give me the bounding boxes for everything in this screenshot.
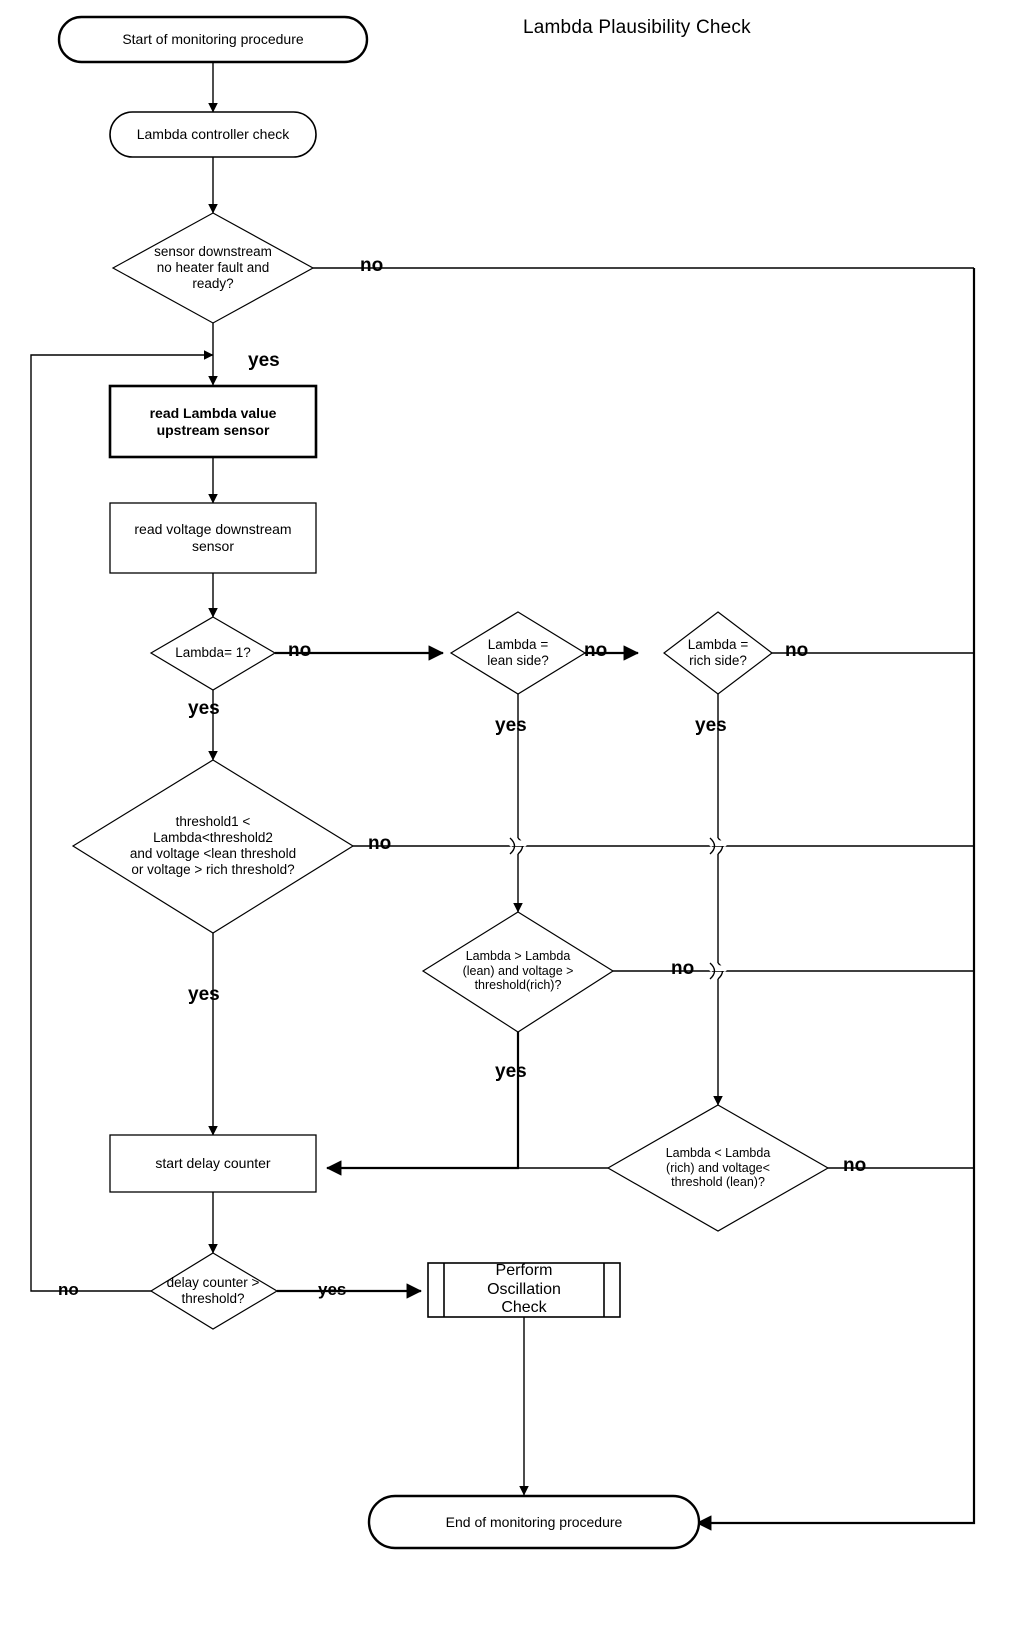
edge-label-lambda-rich-yes: yes [695, 715, 727, 736]
shape-sensor-ready-decision [111, 212, 315, 324]
shape-lambda-lean-decision [449, 611, 587, 695]
edge-label-threshold-window-no: no [368, 833, 392, 854]
edge-label-lambda-rich-no: no [785, 640, 809, 661]
hop-arc-1 [509, 837, 516, 855]
page-title: Lambda Plausibility Check [523, 17, 751, 38]
edge-label-lambda-lt-rich-no: no [843, 1155, 867, 1176]
hop-arc-3 [709, 962, 716, 980]
edge-label-delay-counter-no: no [58, 1280, 79, 1299]
edge-label-lambda-gt-lean-yes: yes [495, 1061, 527, 1082]
shape-start-delay-counter-process [109, 1134, 317, 1193]
edge-label-lambda-eq-1-yes: yes [188, 698, 220, 719]
connector-lambda-gt-lean-yes [326, 1032, 520, 1176]
shape-lambda-eq-1-decision [149, 616, 277, 691]
hop-arc-2 [709, 837, 716, 855]
shape-start-terminator [57, 15, 369, 64]
shape-lambda-lt-rich-decision [606, 1104, 830, 1232]
edge-label-threshold-window-yes: yes [188, 984, 220, 1005]
shape-lambda-rich-decision [663, 611, 773, 695]
edge-label-lambda-lean-yes: yes [495, 715, 527, 736]
edge-label-delay-counter-yes: yes [318, 1280, 347, 1299]
shape-oscillation-check-predefined-process [427, 1262, 621, 1318]
hop-mask-2 [708, 840, 728, 848]
shape-end-terminator [367, 1494, 701, 1550]
shape-threshold-window-decision [71, 759, 355, 934]
edge-label-sensor-ready-yes: yes [248, 350, 280, 371]
shape-read-lambda-process [108, 384, 318, 459]
edge-label-sensor-ready-no: no [360, 255, 384, 276]
edge-label-lambda-gt-lean-no: no [671, 958, 695, 979]
edge-label-lambda-eq-1-no: no [288, 640, 312, 661]
connector-delay-counter-no-feedback [30, 350, 214, 1292]
hop-mask-3 [708, 965, 728, 973]
shape-delay-counter-decision [149, 1252, 279, 1330]
edge-label-lambda-lean-no: no [584, 640, 608, 661]
shape-read-voltage-process [109, 502, 317, 574]
shape-lambda-gt-lean-decision [421, 911, 615, 1033]
shape-controller-check-terminator [109, 111, 317, 158]
hop-mask-1 [508, 840, 528, 848]
connector-right-rail-to-end [696, 268, 976, 1531]
